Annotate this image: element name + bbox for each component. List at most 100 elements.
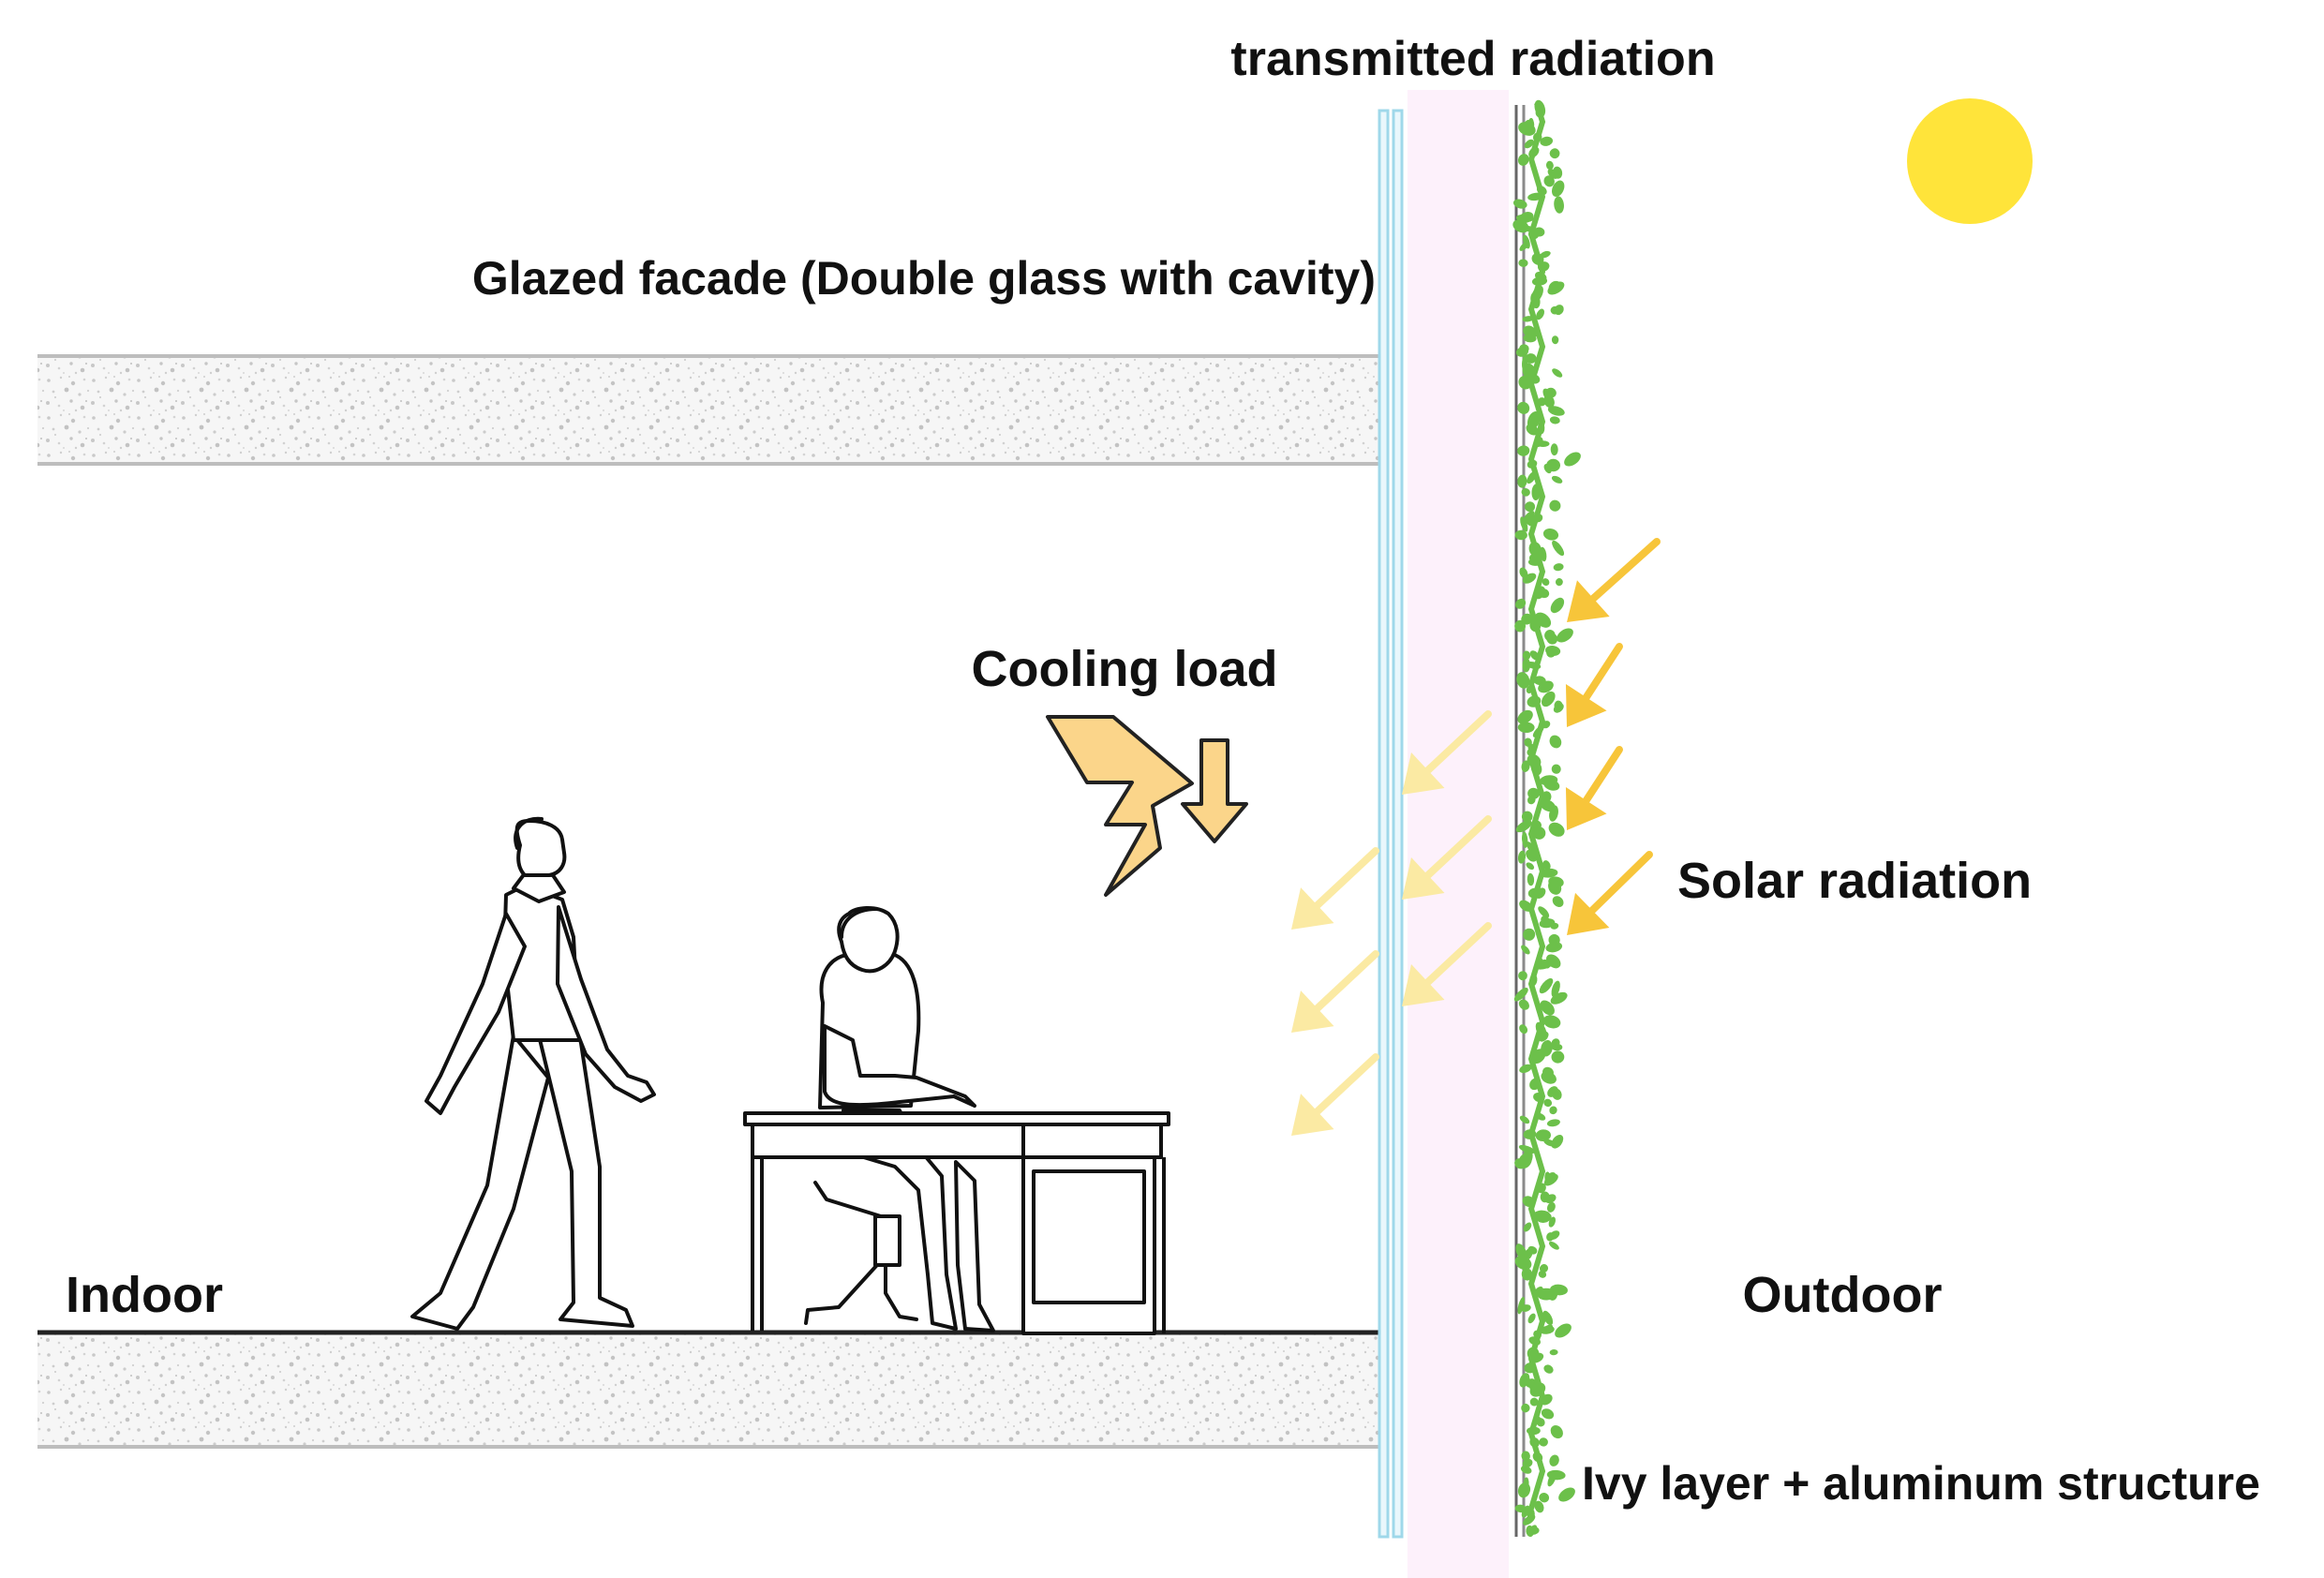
ivy-leaf — [1522, 1458, 1533, 1468]
ivy-leaf — [1519, 900, 1533, 912]
ivy-leaf — [1564, 452, 1581, 467]
transmitted-arrow — [1291, 950, 1379, 1033]
ivy-leaf — [1513, 988, 1528, 1002]
ivy-leaf — [1558, 1487, 1575, 1502]
ivy-leaf — [1529, 1078, 1542, 1091]
ivy-leaf — [1548, 1241, 1559, 1250]
ivy-leaf — [1521, 1451, 1530, 1462]
ivy-leaf — [1518, 259, 1528, 267]
ivy-leaf — [1517, 1482, 1531, 1498]
ivy-leaf — [1532, 1210, 1551, 1222]
ivy-leaf — [1533, 1092, 1545, 1103]
ivy-leaf — [1551, 1043, 1563, 1051]
ivy-leaf — [1539, 1437, 1548, 1447]
ivy-leaf — [1517, 474, 1527, 488]
ivy-leaf — [1521, 811, 1533, 823]
ivy-leaf — [1550, 1425, 1563, 1439]
ivy-leaf — [1541, 1408, 1555, 1420]
ivy-leaf — [1519, 1024, 1528, 1035]
ivy-leaf — [1522, 658, 1531, 673]
ivy-leaf — [1533, 1330, 1542, 1339]
ivy-leaf — [1527, 748, 1535, 756]
ivy-leaf — [1539, 1325, 1555, 1334]
ivy-leaf — [1550, 443, 1558, 456]
ivy-leaf — [1540, 1191, 1550, 1203]
ivy-leaf — [1520, 1466, 1532, 1474]
ivy-leaf — [1555, 1323, 1572, 1338]
ivy-leaf — [1552, 368, 1563, 378]
ivy-leaf — [1543, 175, 1555, 187]
sun-icon — [1907, 98, 2033, 224]
ivy-leaf — [1519, 241, 1529, 251]
ivy-leaf — [1514, 529, 1527, 541]
ivy-leaf — [1523, 1129, 1537, 1139]
ivy-leaf — [1523, 928, 1536, 941]
ivy-leaf — [1516, 672, 1530, 689]
double-glass-facade — [1378, 90, 1509, 1578]
transmitted-radiation-label: transmitted radiation — [1230, 32, 1715, 86]
ivy-leaf — [1554, 196, 1564, 214]
walking-person-icon — [410, 816, 656, 1331]
ivy-leaf — [1552, 540, 1565, 557]
ivy-leaf — [1527, 887, 1540, 899]
ivy-leaf — [1539, 1493, 1550, 1503]
ivy-leaf — [1519, 1064, 1532, 1074]
ivy-leaf — [1526, 424, 1539, 436]
ivy-leaf — [1540, 1393, 1553, 1406]
ivy-leaf — [1512, 219, 1529, 233]
ivy-leaf — [1527, 558, 1542, 566]
ivy-leaf — [1512, 199, 1527, 209]
desk-icon — [743, 1111, 1170, 1335]
ivy-leaf — [1557, 628, 1573, 643]
ivy-leaf — [1529, 1397, 1539, 1407]
ivy-leaf — [1553, 563, 1564, 572]
ivy-leaf — [1547, 406, 1565, 416]
ivy-leaf — [1523, 1514, 1536, 1526]
ivy-leaf — [1517, 445, 1530, 456]
ivy-leaf — [1538, 1270, 1547, 1278]
transmitted-arrow — [1402, 922, 1492, 1006]
ivy-leaf — [1527, 1351, 1537, 1361]
ivy-leaf — [1534, 99, 1546, 117]
ivy-leaf — [1528, 1336, 1541, 1346]
indoor-label: Indoor — [66, 1267, 223, 1323]
ivy-leaf — [1551, 1050, 1565, 1064]
ivy-leaf — [1521, 613, 1533, 625]
ivy-leaf — [1540, 136, 1554, 146]
cooling-load-label: Cooling load — [972, 641, 1278, 697]
ivy-leaf — [1542, 528, 1559, 541]
inner-glass-pane — [1378, 109, 1390, 1539]
ivy-leaf — [1546, 1119, 1560, 1127]
ivy-leaf — [1521, 945, 1530, 955]
ivy-leaf — [1517, 709, 1533, 724]
ivy-leaf — [1522, 831, 1528, 848]
ivy-leaf — [1538, 1031, 1549, 1042]
ivy-leaf — [1534, 1500, 1544, 1513]
ivy-leaf — [1539, 1264, 1549, 1273]
ivy-leaf — [1550, 597, 1565, 614]
ivy-leaf — [1543, 1364, 1554, 1374]
ivy-leaf — [1523, 334, 1537, 343]
ivy-leaf — [1527, 1526, 1540, 1535]
ivy-leaf — [1524, 1362, 1537, 1374]
ivy-leaf — [1543, 1173, 1558, 1186]
ivy-leaf — [1535, 1129, 1551, 1142]
ivy-leaf — [1532, 1451, 1543, 1463]
ivy-leaf — [1528, 146, 1540, 158]
ivy-leaf — [1528, 542, 1542, 558]
ivy-leaf — [1536, 308, 1545, 320]
ivy-leaf — [1529, 650, 1541, 661]
ivy-leaf — [1527, 470, 1537, 484]
ivy-icon — [1512, 99, 1581, 1538]
ivy-leaf — [1545, 1017, 1553, 1027]
ivy-leaf — [1517, 1296, 1526, 1315]
ivy-leaf — [1521, 1403, 1530, 1413]
ivy-layer-label: Ivy layer + aluminum structure — [1582, 1457, 2260, 1510]
ivy-leaf — [1539, 250, 1551, 259]
ivy-leaf — [1548, 822, 1565, 837]
ivy-leaf — [1537, 261, 1550, 272]
ivy-leaf — [1538, 421, 1545, 435]
ivy-leaf — [1515, 820, 1532, 833]
ivy-leaf — [1546, 1232, 1555, 1242]
ivy-leaf — [1529, 1437, 1540, 1448]
